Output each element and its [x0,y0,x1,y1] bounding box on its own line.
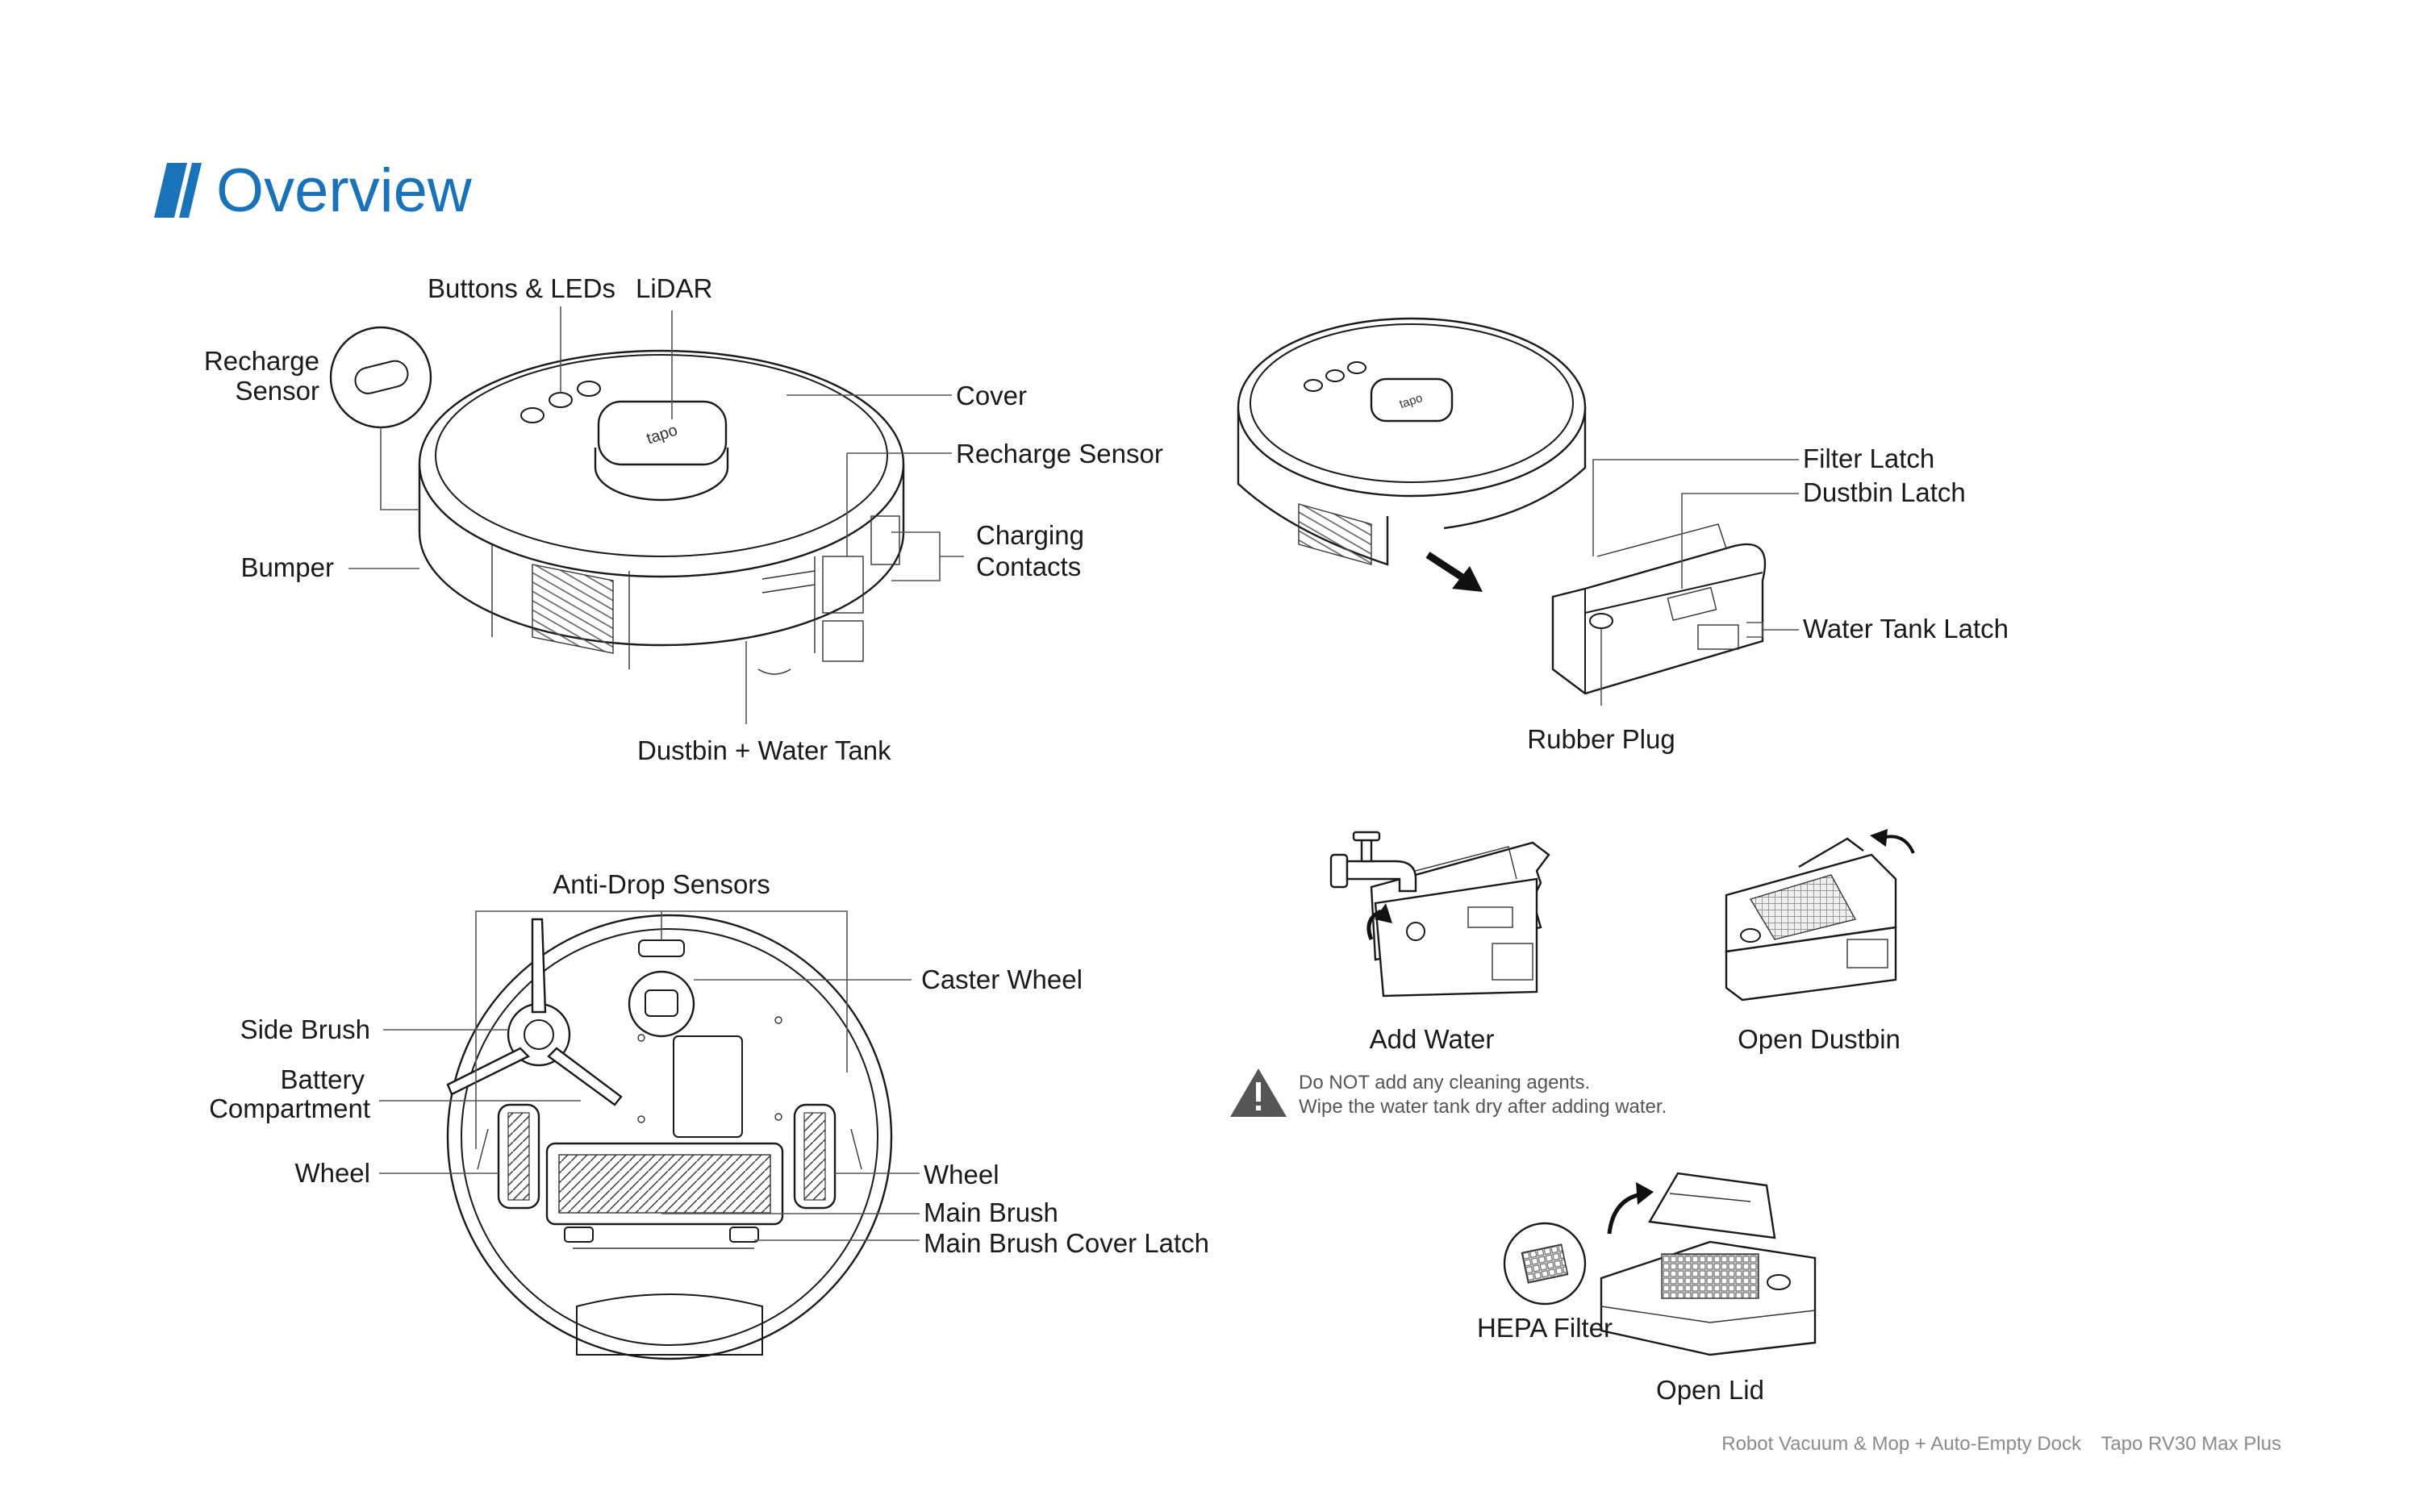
label-recharge-sensor-left-1: Recharge [204,346,319,376]
label-water-tank-latch: Water Tank Latch [1803,614,2009,644]
label-cover: Cover [956,381,1027,410]
robot-bottom-view: Anti-Drop Sensors Caster Wheel Side Brus… [209,869,1209,1360]
label-buttons-leds: Buttons & LEDs [428,273,615,303]
warning-line-2: Wipe the water tank dry after adding wat… [1299,1096,1667,1118]
add-water-illustration: Add Water [1329,831,1550,1054]
label-open-lid: Open Lid [1656,1375,1764,1405]
label-rubber-plug: Rubber Plug [1527,724,1675,754]
open-lid-illustration: HEPA Filter Open Lid [1477,1172,1817,1405]
warning-triangle-icon [1230,1068,1287,1117]
label-filter-latch: Filter Latch [1803,444,1934,473]
page-footer: Robot Vacuum & Mop + Auto-Empty Dock Tap… [1721,1433,2281,1455]
label-main-brush: Main Brush [924,1198,1058,1227]
robot-top-view: tapo Buttons & LEDs LiDAR Recharge Senso… [204,273,1163,765]
label-main-brush-cover-latch: Main Brush Cover Latch [924,1228,1209,1258]
label-battery-compartment-1: Battery [280,1064,365,1094]
label-wheel-right: Wheel [924,1160,999,1189]
faucet-icon [1329,831,1417,893]
hepa-filter-inset [1503,1222,1587,1306]
label-caster-wheel: Caster Wheel [921,964,1083,994]
page-title: Overview [216,156,473,225]
footer-product-name: Robot Vacuum & Mop + Auto-Empty Dock [1721,1433,2082,1455]
label-hepa-filter: HEPA Filter [1477,1313,1613,1343]
label-add-water: Add Water [1370,1024,1495,1054]
label-lidar: LiDAR [636,273,712,303]
warning-line-1: Do NOT add any cleaning agents. [1299,1072,1590,1093]
remove-arrow-icon [1425,552,1483,592]
label-side-brush: Side Brush [240,1014,370,1044]
warning-note: Do NOT add any cleaning agents. Wipe the… [1230,1068,1667,1118]
label-recharge-sensor-left-2: Sensor [235,376,319,406]
open-dustbin-illustration: Open Dustbin [1725,829,1915,1054]
label-recharge-sensor-right: Recharge Sensor [956,439,1163,469]
label-battery-compartment-2: Compartment [209,1093,370,1123]
title-accent-icon [154,163,202,218]
label-charging-contacts-2: Contacts [976,552,1081,581]
label-bumper: Bumper [240,552,334,582]
page-header: Overview [154,156,473,225]
dustbin-removal-view: tapo Filter Latch Dustbin Latch Water Ta… [1237,317,2009,754]
label-dustbin-water-tank: Dustbin + Water Tank [637,735,891,765]
label-anti-drop-sensors: Anti-Drop Sensors [553,869,770,899]
footer-model: Tapo RV30 Max Plus [2101,1433,2281,1455]
label-open-dustbin: Open Dustbin [1738,1024,1901,1054]
label-charging-contacts-1: Charging [976,520,1084,550]
label-dustbin-latch: Dustbin Latch [1803,477,1966,507]
label-wheel-left: Wheel [294,1158,370,1188]
